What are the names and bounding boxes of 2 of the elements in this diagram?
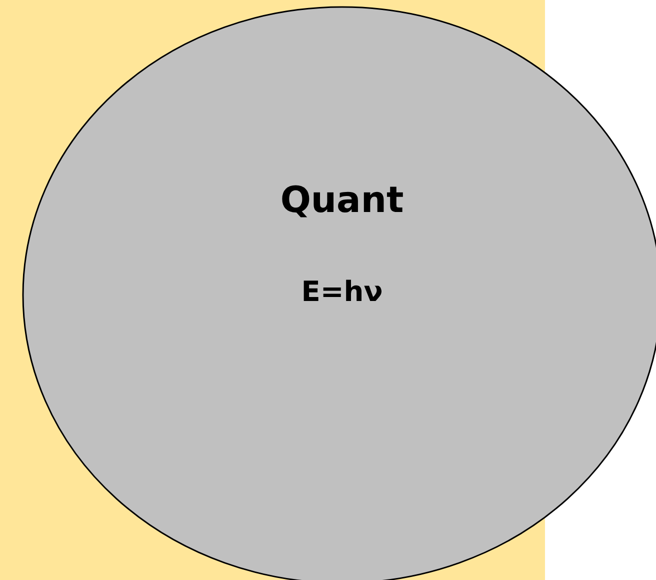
formula-text: E=hν xyxy=(301,275,383,308)
node-title: Quant xyxy=(280,180,404,221)
